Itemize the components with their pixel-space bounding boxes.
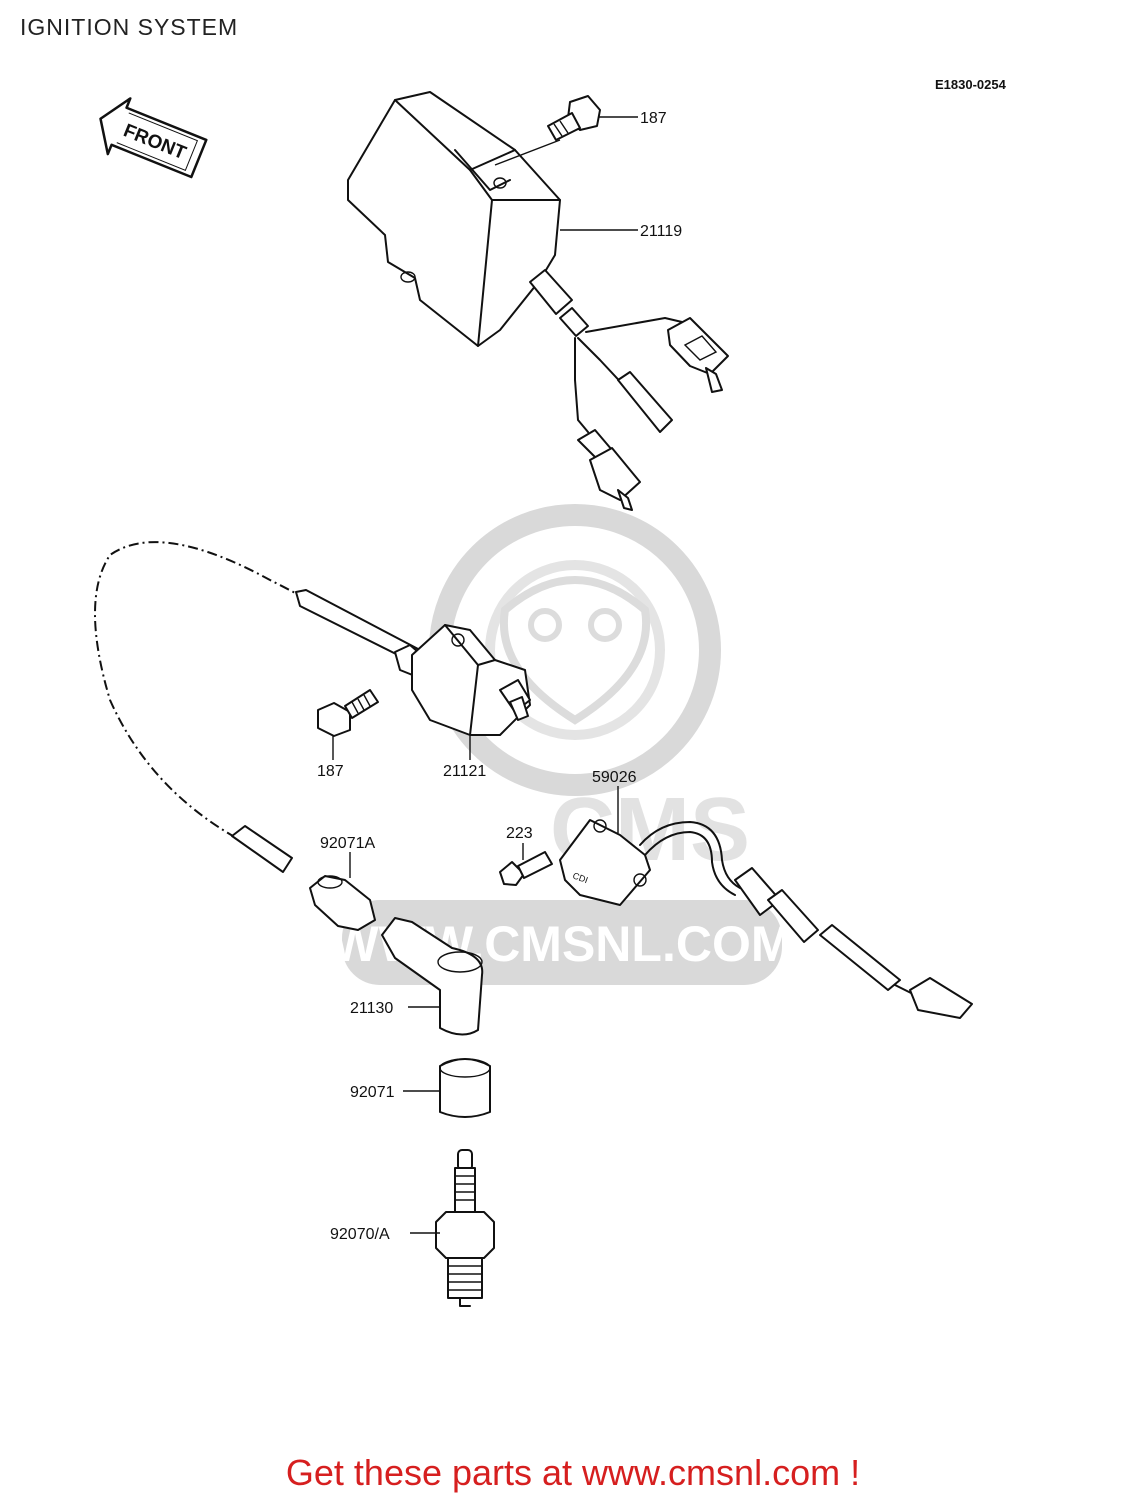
igniter-unit <box>347 91 729 511</box>
pickup-marking: CDI <box>571 870 589 885</box>
spark-plug <box>435 1149 495 1307</box>
callout-21121: 21121 <box>443 763 486 780</box>
callout-92071: 92071 <box>350 1084 395 1101</box>
promo-link[interactable]: Get these parts at www.cmsnl.com ! <box>285 1452 861 1493</box>
callout-223: 223 <box>506 825 533 842</box>
cap-92071a <box>231 825 376 931</box>
callout-92071a: 92071A <box>320 835 375 852</box>
cap-92071 <box>439 1058 491 1118</box>
diagram-code: E1830-0254 <box>935 77 1007 92</box>
callout-59026: 59026 <box>592 769 637 786</box>
callout-92070a: 92070/A <box>330 1226 390 1243</box>
screw-223 <box>499 851 553 886</box>
parts-diagram: WWW.CMSNL.COM CMS E1830-0254 FRONT <box>94 77 1007 1307</box>
callout-187-coil: 187 <box>317 763 344 780</box>
callout-21130: 21130 <box>350 1000 393 1017</box>
leader-lines <box>332 116 638 1234</box>
plug-cap-21130 <box>381 917 484 1036</box>
front-arrow: FRONT <box>99 97 208 179</box>
bolt-187-top <box>547 95 601 141</box>
bolt-187-coil <box>317 689 379 737</box>
page-title: IGNITION SYSTEM <box>20 14 239 40</box>
callout-21119: 21119 <box>640 223 682 240</box>
callout-187-top: 187 <box>640 110 667 127</box>
cmsnl-watermark: WWW.CMSNL.COM CMS <box>331 504 793 985</box>
pickup-coil: CDI <box>559 819 973 1019</box>
ignition-coil <box>94 541 531 841</box>
